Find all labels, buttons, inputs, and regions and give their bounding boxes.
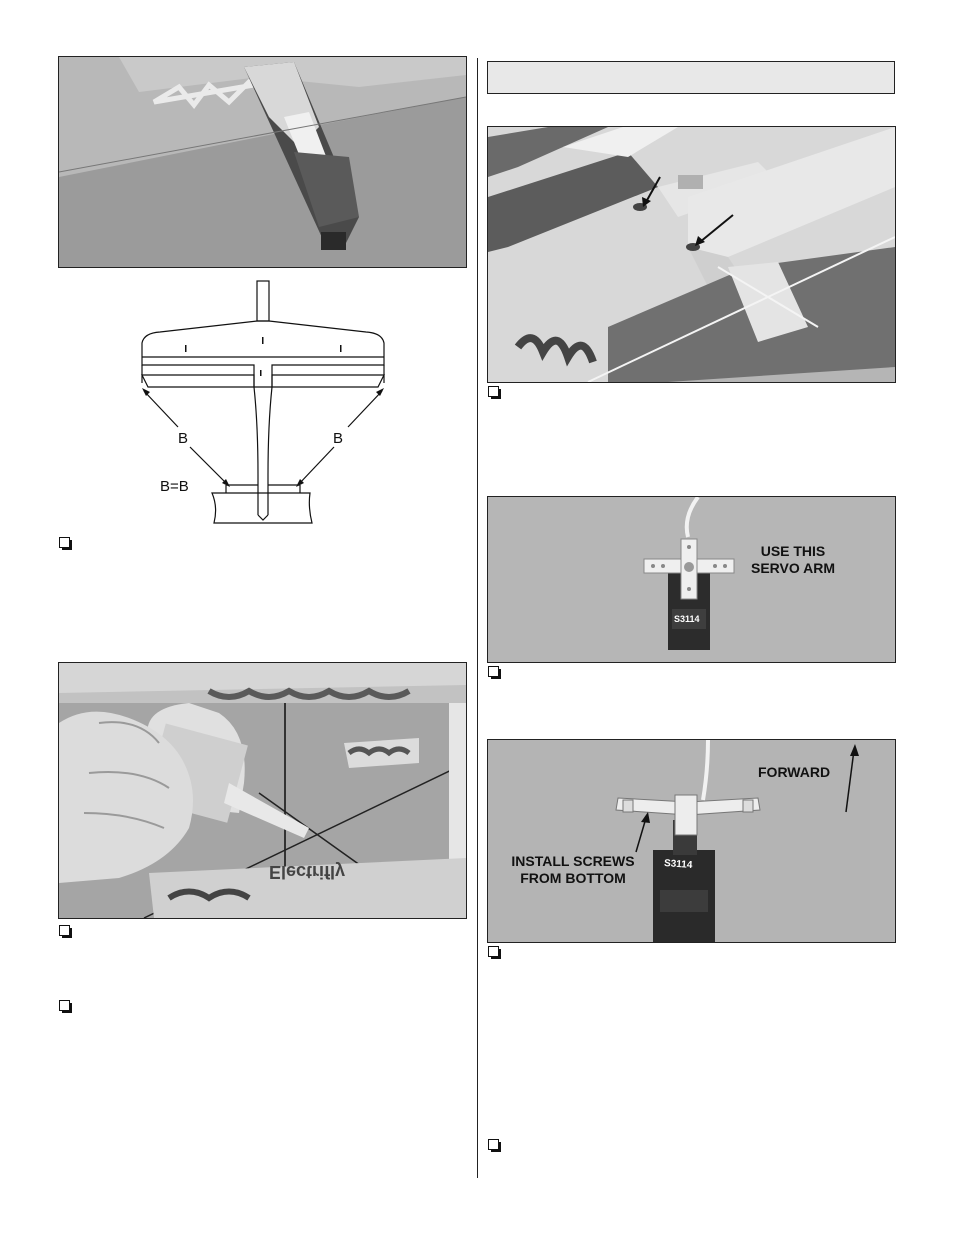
- install-screws-line1: INSTALL SCREWS: [511, 853, 635, 869]
- photo-servo-arm-selection: USE THIS SERVO ARM S3114: [487, 496, 896, 663]
- diagram-label-b-equals-b: B=B: [160, 478, 189, 495]
- checkbox-icon[interactable]: [59, 925, 72, 938]
- install-screws-callout: INSTALL SCREWS FROM BOTTOM: [498, 853, 648, 887]
- install-screws-line2: FROM BOTTOM: [520, 870, 626, 886]
- fuselage-decal-text: Electrifly: [269, 862, 346, 882]
- diagram-drawing: [141, 280, 385, 524]
- checkbox-icon[interactable]: [488, 386, 501, 399]
- photo-wing-control-horns: [487, 126, 896, 383]
- forward-label: FORWARD: [758, 764, 831, 780]
- checkbox-icon[interactable]: [488, 1139, 501, 1152]
- checkbox-icon[interactable]: [59, 1000, 72, 1013]
- servo-model-label: S3114: [674, 614, 700, 624]
- diagram-label-b-right: B: [333, 430, 344, 447]
- servo-arm-callout-line1: USE THIS: [760, 543, 826, 559]
- servo-arm-callout: USE THIS SERVO ARM: [733, 543, 853, 577]
- servo-model-label-2: S3114: [663, 858, 693, 871]
- photo-tail-stabilizer: [58, 56, 467, 268]
- checkbox-icon[interactable]: [488, 666, 501, 679]
- photo-glue-application: Electrifly: [58, 662, 467, 919]
- servo-arm-callout-line2: SERVO ARM: [750, 560, 835, 576]
- column-divider: [477, 58, 478, 1178]
- photo-servo-arm-screws: FORWARD INSTALL SCREWS FROM BOTTOM S3114: [487, 739, 896, 943]
- stabilizer-alignment-diagram: B B B=B: [130, 275, 395, 530]
- checkbox-icon[interactable]: [488, 946, 501, 959]
- section-heading-box: [487, 61, 895, 94]
- checkbox-icon[interactable]: [59, 537, 72, 550]
- diagram-label-b-left: B: [178, 430, 189, 447]
